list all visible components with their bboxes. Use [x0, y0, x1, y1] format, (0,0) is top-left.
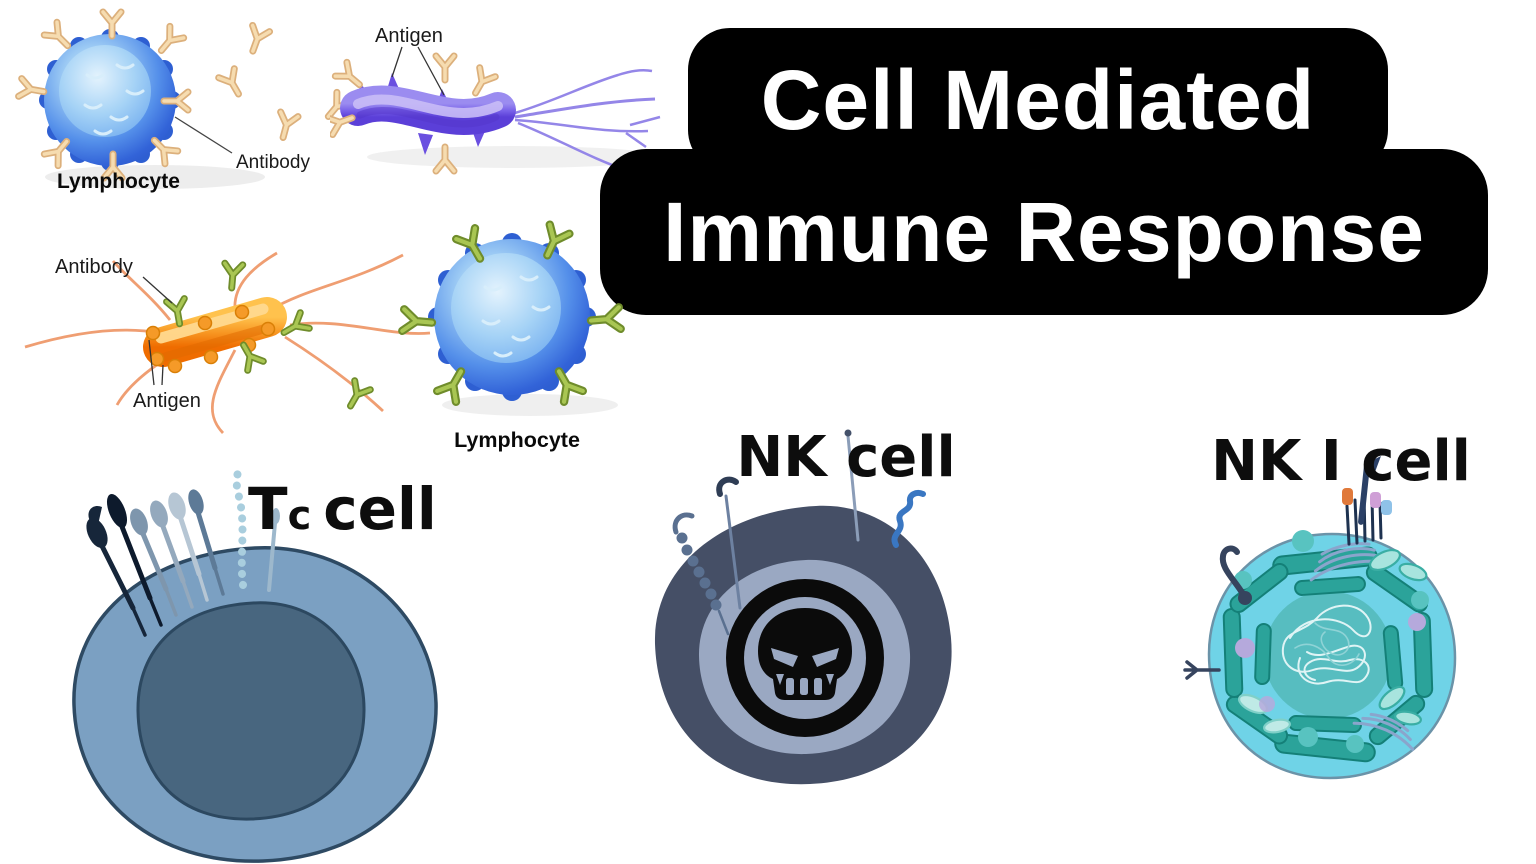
bacterium-body	[340, 73, 516, 155]
title-line-1: Cell Mediated	[760, 52, 1316, 147]
lymphocyte-receptor-illustration: Lymphocyte	[395, 205, 645, 452]
nk-receptors	[672, 429, 926, 636]
purple-bacterium-illustration: Antigen	[330, 25, 663, 200]
golgi-apparatus-bottom	[1352, 712, 1415, 751]
lymphocyte-cell-body	[39, 29, 181, 171]
nk-cell-label: NK cell	[736, 425, 955, 490]
squiggle-ligand	[891, 489, 926, 548]
pointer-lines	[142, 276, 173, 386]
beaded-chain-receptor	[676, 532, 722, 611]
nk-cell-illustration: NK cell	[654, 425, 956, 785]
small-left-receptor	[1183, 660, 1221, 680]
hook-receptor	[672, 512, 695, 535]
nucleus	[1264, 591, 1392, 719]
title-banner-bottom: Immune Response	[600, 149, 1488, 315]
left-hook-receptor	[1219, 545, 1252, 605]
skull-emblem	[726, 579, 884, 737]
chromatin-scribble	[1281, 604, 1372, 685]
beaded-chain-receptor	[232, 463, 247, 589]
antigen-pointer-lines	[391, 46, 445, 96]
nkt-cell-label: NK I cell	[1211, 429, 1471, 494]
antigen-label: Antigen	[133, 390, 201, 412]
lymphocyte-label: Lymphocyte	[454, 428, 580, 452]
title-banner: Cell Mediated Immune Response	[600, 28, 1488, 315]
vesicles-teal	[1234, 530, 1429, 753]
flagella	[24, 251, 431, 434]
title-line-2: Immune Response	[663, 184, 1425, 279]
cell-shadow	[45, 165, 265, 189]
tcr-receptor-cluster	[1342, 456, 1392, 546]
cell-texture	[83, 63, 145, 136]
antigen-bumps	[145, 304, 276, 374]
antibody-label: Antibody	[55, 256, 133, 278]
antibody-pointer-line	[174, 116, 233, 154]
lymphocyte-antibody-illustration: Lymphocyte Antibody	[5, 5, 350, 193]
antigen-label: Antigen	[375, 25, 443, 47]
lymphocyte-label: Lymphocyte	[57, 170, 180, 193]
pin-receptor	[724, 494, 742, 610]
mitochondria-beans	[1237, 548, 1428, 734]
orange-bacterium-illustration: Antibody Antigen	[24, 251, 431, 434]
bacterium-body	[143, 297, 287, 374]
cell-inner	[59, 45, 151, 137]
lymphocyte-cell-body	[428, 233, 596, 401]
cell-texture	[481, 275, 551, 358]
tcr-receptor-cluster	[86, 463, 280, 637]
nkt-cell-illustration: NK I cell	[1183, 429, 1471, 780]
tc-cell-body	[72, 546, 438, 863]
antibody-label: Antibody	[236, 152, 310, 173]
vesicles-lavender	[1235, 613, 1426, 712]
title-banner-top: Cell Mediated	[688, 28, 1388, 172]
pin-receptor	[846, 434, 860, 542]
tc-cell-nucleus	[136, 601, 366, 821]
cell-shadow	[442, 394, 618, 416]
skull-features	[771, 648, 839, 695]
